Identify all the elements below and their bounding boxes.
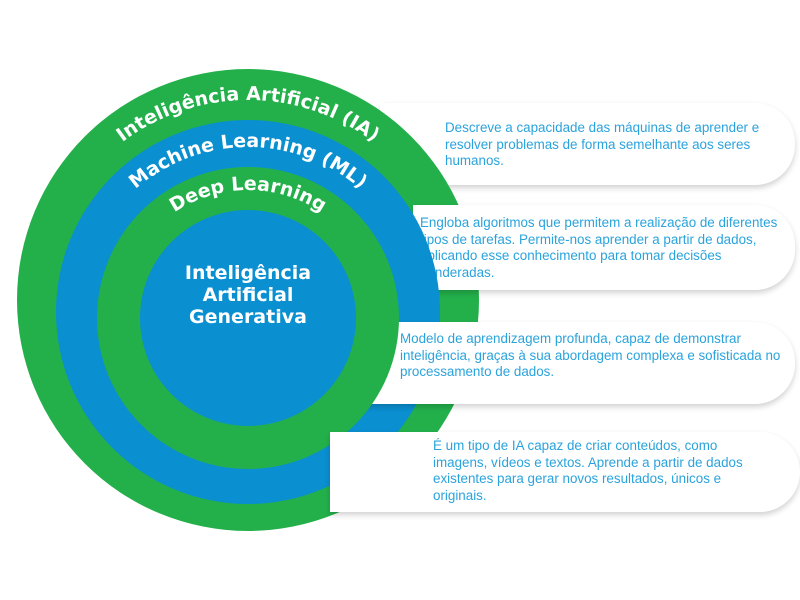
core-label: Inteligência Artificial Generativa <box>184 262 312 328</box>
dl-description-text: Modelo de aprendizagem profunda, capaz d… <box>400 331 781 379</box>
gen-description-text: É um tipo de IA capaz de criar conteúdos… <box>433 438 743 503</box>
ring-ia-label: Inteligência Artificial (IA) <box>112 83 383 146</box>
card-dl-description: Modelo de aprendizagem profunda, capaz d… <box>350 322 795 404</box>
ring-ml-label: Machine Learning (ML) <box>125 130 372 193</box>
ring-dl-label: Deep Learning <box>166 173 331 217</box>
card-ia-description: Descreve a capacidade das máquinas de ap… <box>380 103 795 185</box>
ia-description-text: Descreve a capacidade das máquinas de ap… <box>445 120 760 168</box>
ml-description-text: Engloba algoritmos que permitem a realiz… <box>420 215 778 280</box>
card-gen-description: É um tipo de IA capaz de criar conteúdos… <box>330 432 800 512</box>
card-ml-description: Engloba algoritmos que permitem a realiz… <box>413 205 795 290</box>
